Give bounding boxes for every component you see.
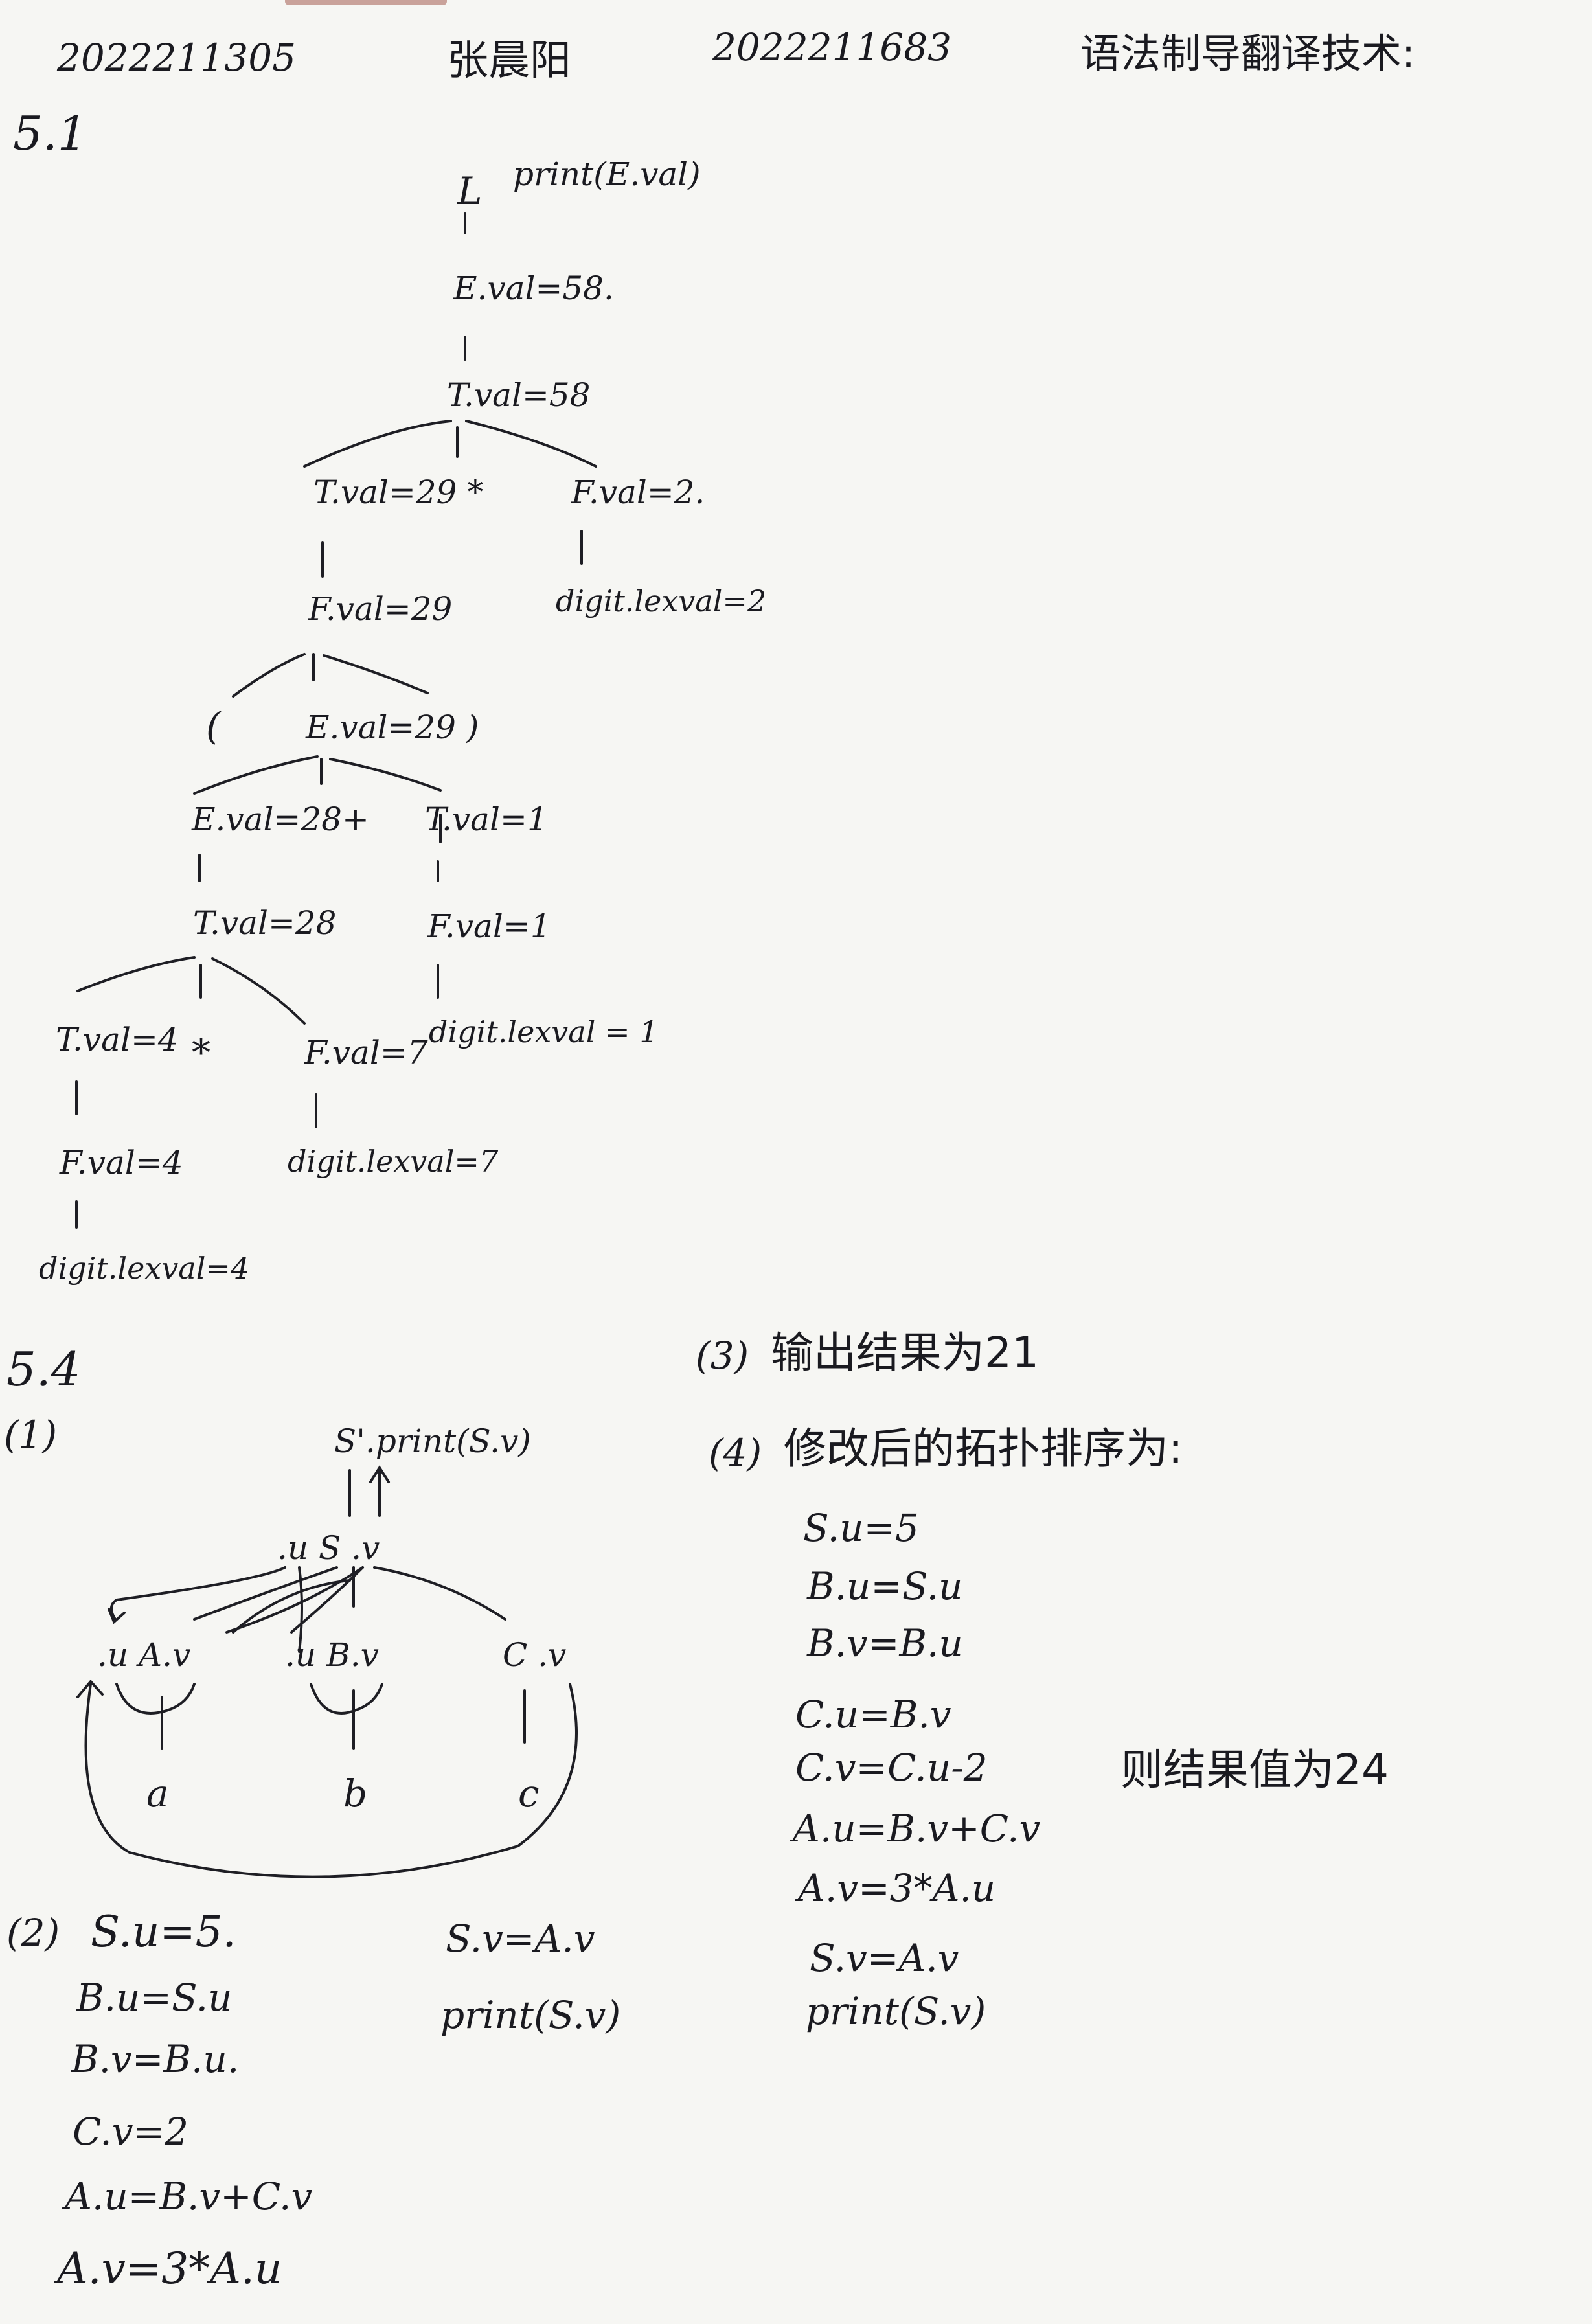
tree-node-star: *: [192, 1031, 210, 1075]
section-5-1-label: 5.1: [13, 106, 87, 161]
section-5-4-label: 5.4: [6, 1342, 81, 1396]
part-2-line-4: C.v=2: [73, 2110, 189, 2154]
tree-node-T-29: T.val=29 *: [313, 473, 484, 511]
tree-node-F-29: F.val=29: [308, 590, 453, 628]
tree-node-F-1: F.val=1: [427, 907, 551, 945]
tree-node-F-4: F.val=4: [60, 1144, 183, 1181]
part-2-line-6: A.v=3*A.u: [57, 2244, 282, 2294]
tree-node-T-58: T.val=58: [447, 376, 591, 414]
tree-node-E-58: E.val=58.: [453, 269, 614, 307]
part-4-line-4: C.u=B.v: [795, 1692, 951, 1737]
assignment-topic: 语法制导翻译技术:: [1080, 30, 1415, 77]
tree-leaf-digit-2: digit.lexval=2: [556, 584, 767, 619]
part-3-label: (3): [696, 1334, 749, 1378]
tree-node-E-29: E.val=29 ): [306, 709, 479, 746]
tree-leaf-digit-7: digit.lexval=7: [288, 1144, 499, 1179]
student-id-1: 2022211305: [57, 36, 297, 80]
graph-leaf-b: b: [343, 1771, 368, 1816]
graph-node-S: .u S .v: [277, 1529, 380, 1567]
part-1-label: (1): [4, 1413, 58, 1457]
part-2-line-5: A.u=B.v+C.v: [65, 2174, 313, 2218]
tree-node-lparen: (: [206, 704, 221, 748]
graph-node-B: .u B.v: [285, 1636, 379, 1674]
tree-node-T-4: T.val=4: [56, 1021, 179, 1058]
tree-node-F-7: F.val=7: [304, 1034, 428, 1071]
tree-node-E-28: E.val=28+: [192, 801, 369, 838]
part-3-text: 输出结果为21: [771, 1328, 1039, 1378]
student-name: 张晨阳: [447, 37, 571, 85]
graph-node-C: C .v: [503, 1636, 567, 1674]
paper-tear-mark: [285, 0, 447, 5]
part-4-label: (4): [709, 1431, 762, 1475]
student-id-2: 2022211683: [712, 25, 952, 69]
part-4-line-5: C.v=C.u-2: [795, 1746, 988, 1790]
tree-leaf-digit-1: digit.lexval = 1: [429, 1014, 659, 1049]
part-4-line-2: B.u=S.u: [807, 1564, 963, 1608]
graph-node-A: .u A.v: [97, 1636, 191, 1674]
tree-root-action: print(E.val): [513, 155, 701, 193]
graph-leaf-a: a: [146, 1771, 169, 1816]
tree-leaf-digit-4: digit.lexval=4: [39, 1251, 250, 1286]
part-4-intro: 修改后的拓扑排序为:: [784, 1424, 1183, 1474]
part-2-right-line-2: print(S.v): [440, 1993, 621, 2037]
part-4-line-8: S.v=A.v: [810, 1936, 959, 1980]
part-2-label: (2): [6, 1911, 60, 1955]
tree-node-T-1: T.val=1: [425, 801, 548, 838]
part-4-line-3: B.v=B.u: [807, 1621, 963, 1665]
part-2-line-1: S.u=5.: [91, 1907, 236, 1957]
tree-node-F-2: F.val=2.: [571, 473, 705, 511]
part-4-line-7: A.v=3*A.u: [798, 1866, 996, 1910]
part-4-result: 则结果值为24: [1120, 1745, 1389, 1795]
tree-node-T-28: T.val=28: [193, 904, 337, 942]
part-4-line-1: S.u=5: [803, 1506, 919, 1550]
part-4-line-9: print(S.v): [806, 1989, 986, 2033]
graph-node-S-prime: S'.print(S.v): [334, 1422, 531, 1460]
part-2-line-2: B.u=S.u: [76, 1976, 233, 2020]
part-4-line-6: A.u=B.v+C.v: [793, 1806, 1041, 1851]
graph-leaf-c: c: [518, 1771, 540, 1816]
part-2-right-line-1: S.v=A.v: [446, 1917, 595, 1961]
part-2-line-3: B.v=B.u.: [71, 2037, 240, 2081]
tree-node-L: L: [457, 169, 483, 213]
